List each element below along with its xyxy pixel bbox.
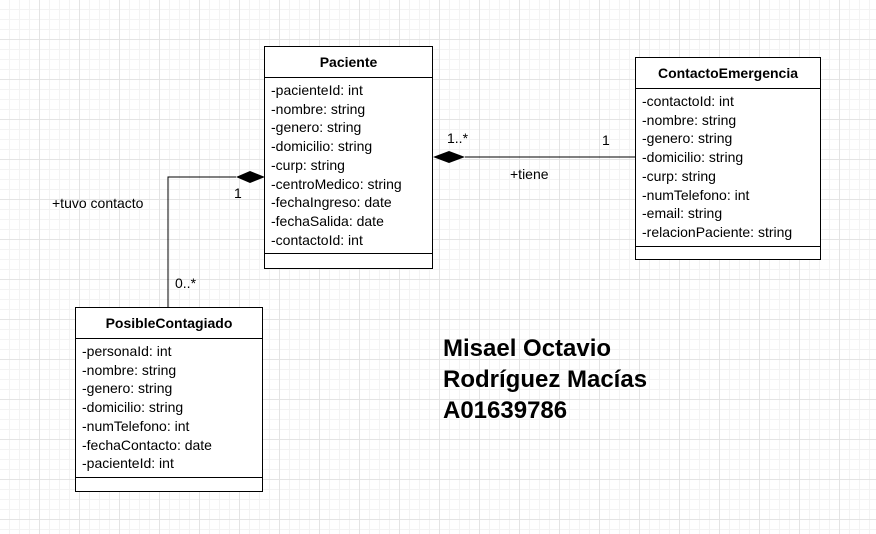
tiene-target-multiplicity: 1 [602, 132, 610, 148]
attribute: -nombre: string [271, 100, 366, 117]
attribute: -contactoId: int [642, 93, 734, 109]
class-posible-contagiado[interactable]: PosibleContagiado -personaId: int -nombr… [75, 307, 263, 492]
tuvo-contacto-target-multiplicity: 0..* [175, 275, 197, 291]
class-paciente[interactable]: Paciente -pacienteId: int -nombre: strin… [264, 46, 433, 269]
attribute: -fechaSalida: date [271, 212, 384, 229]
attribute: -genero: string [642, 130, 733, 147]
tuvo-contacto-association-line [167, 176, 236, 307]
attribute: -numTelefono: int [642, 186, 750, 203]
tuvo-contacto-association-label: +tuvo contacto [52, 195, 144, 211]
attribute: -relacionPaciente: string [642, 223, 793, 240]
author-block: Misael Octavio Rodríguez Macías A0163978… [443, 333, 647, 426]
tuvo-contacto-source-multiplicity: 1 [234, 185, 242, 201]
class-name: Paciente [265, 47, 432, 78]
attribute-list: -pacienteId: int -nombre: string -genero… [265, 78, 432, 255]
attribute: -domicilio: string [82, 399, 184, 416]
author-surname-line: Rodríguez Macías [443, 366, 648, 393]
attribute: -numTelefono: int [82, 417, 190, 434]
attribute: -genero: string [82, 380, 173, 397]
class-name: ContactoEmergencia [636, 58, 820, 89]
attribute: -personaId: int [82, 343, 172, 359]
attribute: -pacienteId: int [271, 82, 363, 98]
attribute: -centroMedico: string [271, 175, 402, 192]
author-id-line: A01639786 [443, 397, 568, 424]
attribute: -email: string [642, 205, 723, 222]
tiene-composition-diamond [433, 151, 465, 163]
attribute-list: -personaId: int -nombre: string -genero:… [76, 339, 262, 478]
attribute: -pacienteId: int [82, 455, 174, 472]
attribute: -curp: string [642, 167, 716, 184]
attribute: -curp: string [271, 156, 345, 173]
tiene-source-multiplicity: 1..* [447, 130, 469, 146]
class-name: PosibleContagiado [76, 308, 262, 339]
class-contacto-emergencia[interactable]: ContactoEmergencia -contactoId: int -nom… [635, 57, 821, 260]
attribute: -domicilio: string [642, 149, 744, 166]
attribute: -nombre: string [82, 361, 177, 378]
attribute: -nombre: string [642, 111, 737, 128]
tiene-association-label: +tiene [510, 166, 549, 182]
attribute: -contactoId: int [271, 231, 363, 248]
tuvo-contacto-composition-diamond [236, 171, 265, 183]
attribute: -genero: string [271, 119, 362, 136]
attribute: -fechaContacto: date [82, 436, 212, 453]
author-name-line: Misael Octavio [443, 335, 612, 362]
attribute-list: -contactoId: int -nombre: string -genero… [636, 89, 820, 247]
attribute: -fechaIngreso: date [271, 194, 392, 211]
attribute: -domicilio: string [271, 138, 373, 155]
